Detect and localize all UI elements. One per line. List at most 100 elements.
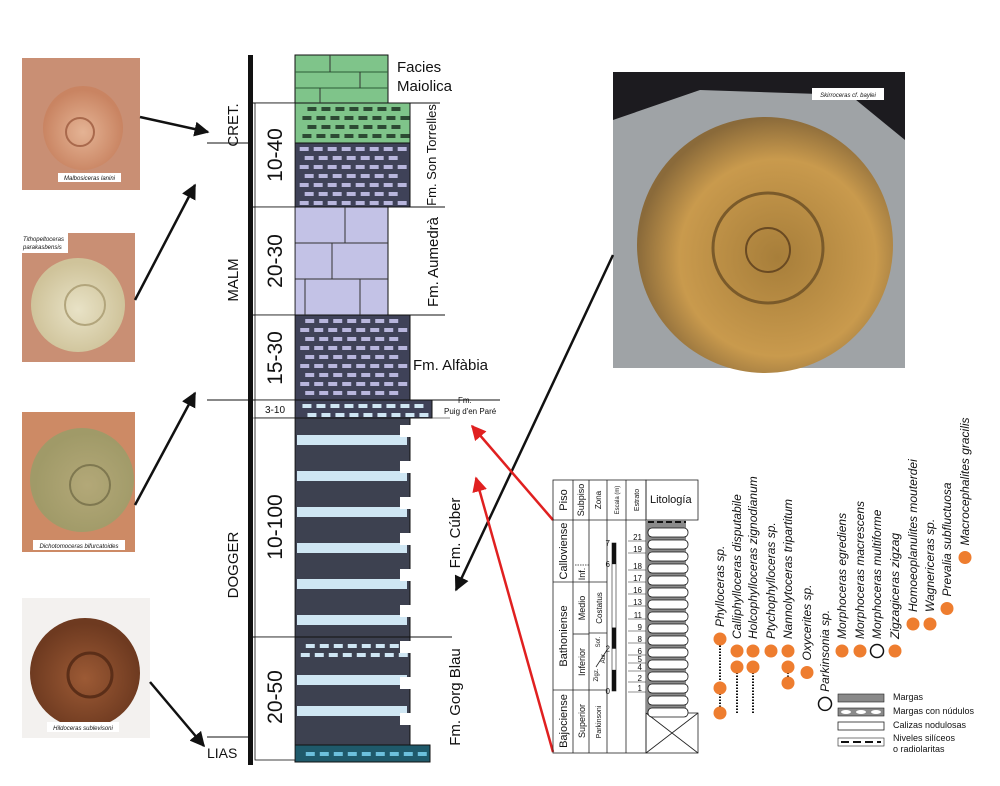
nodule bbox=[397, 147, 407, 151]
occurrence-marker bbox=[781, 676, 795, 690]
stratum-number: 9 bbox=[638, 623, 643, 632]
species-column: Holcophylloceras zignodianum bbox=[746, 476, 760, 713]
nodule bbox=[374, 174, 384, 178]
nodular-limestone-bed bbox=[647, 587, 689, 598]
nodular-limestone-bed bbox=[647, 707, 689, 718]
species-name: Morphoceras multiforme bbox=[870, 509, 884, 639]
photo-caption: Dichotomoceras bifurcatoides bbox=[39, 544, 118, 550]
photo-caption: Malbosiceras lanini bbox=[64, 176, 116, 182]
nodule bbox=[361, 355, 371, 359]
nodule bbox=[363, 125, 373, 129]
formation-maiolica: Facies bbox=[397, 59, 441, 76]
nodule bbox=[333, 373, 343, 377]
nodule bbox=[313, 201, 323, 205]
nodule bbox=[299, 183, 309, 187]
stratum-number: 13 bbox=[633, 598, 642, 607]
nodule bbox=[397, 165, 407, 169]
occurrence-marker bbox=[713, 632, 727, 646]
stratum-number: 16 bbox=[633, 586, 642, 595]
species-column: Morphoceras egrediens bbox=[835, 513, 849, 658]
species-name: Ptychophylloceras sp. bbox=[764, 522, 778, 639]
nodule bbox=[400, 116, 410, 120]
species-column: Parkinsonia sp. bbox=[817, 610, 833, 712]
nodule bbox=[391, 125, 401, 129]
open-occurrence-marker bbox=[817, 696, 833, 712]
stratigraphic-column bbox=[207, 54, 500, 765]
nodule bbox=[328, 382, 338, 386]
nodule bbox=[305, 373, 315, 377]
legend-label: Calizas nodulosas bbox=[893, 720, 967, 730]
species-name: Calliphylloceras disputabile bbox=[730, 494, 744, 639]
nodule bbox=[356, 653, 366, 657]
nodular-limestone-bed bbox=[647, 623, 689, 634]
nodule bbox=[300, 346, 310, 350]
nodule bbox=[313, 165, 323, 169]
legend-label: Niveles silíceos bbox=[893, 733, 956, 743]
nodule bbox=[383, 201, 393, 205]
nodule bbox=[305, 337, 315, 341]
occurrence-marker bbox=[853, 644, 867, 658]
nodule bbox=[349, 413, 359, 417]
nodule bbox=[370, 346, 380, 350]
species-column: Macrocephalites gracilis bbox=[958, 417, 972, 564]
nodule bbox=[300, 364, 310, 368]
photo-dichotomoceras: Dichotomoceras bifurcatoides bbox=[22, 412, 135, 552]
occurrence-marker bbox=[764, 644, 778, 658]
nodular-limestone-bed bbox=[647, 599, 689, 610]
nodule bbox=[356, 346, 366, 350]
nodule bbox=[414, 404, 424, 408]
nodule bbox=[347, 644, 357, 648]
occurrence-marker bbox=[958, 551, 972, 564]
zone-costatus: Costatus bbox=[595, 592, 604, 624]
formation-gorg-blau: Fm. Gorg Blau bbox=[447, 648, 464, 746]
zone-aur: Aur. bbox=[601, 652, 607, 663]
notch bbox=[400, 533, 412, 545]
legend-nodule bbox=[856, 710, 866, 714]
species-column: Morphoceras macrescens bbox=[853, 501, 867, 658]
red-arrows bbox=[471, 424, 555, 753]
nodule bbox=[318, 156, 328, 160]
nodule bbox=[314, 382, 324, 386]
nodule bbox=[327, 183, 337, 187]
nodule bbox=[327, 201, 337, 205]
scale-bar-segment bbox=[612, 627, 616, 649]
nodule bbox=[327, 147, 337, 151]
nodule bbox=[389, 752, 399, 756]
header-piso: Piso bbox=[558, 489, 570, 510]
nodule bbox=[403, 752, 413, 756]
notch bbox=[400, 569, 412, 581]
nodule bbox=[319, 752, 329, 756]
nodule bbox=[370, 653, 380, 657]
nodule bbox=[374, 192, 384, 196]
nodule bbox=[356, 328, 366, 332]
nodule bbox=[305, 319, 315, 323]
nodule bbox=[333, 355, 343, 359]
occurrence-marker bbox=[730, 644, 744, 658]
nodule bbox=[358, 116, 368, 120]
thickness-cuber: 10-100 bbox=[264, 494, 287, 559]
notch bbox=[400, 677, 412, 689]
nodule bbox=[349, 107, 359, 111]
occurrence-marker bbox=[835, 644, 849, 658]
nodule bbox=[363, 107, 373, 111]
species-column: Wagnericeras sp. bbox=[923, 519, 937, 631]
scale-bar-segment bbox=[612, 543, 616, 565]
nodule bbox=[299, 165, 309, 169]
nodule bbox=[328, 653, 338, 657]
nodule bbox=[384, 382, 394, 386]
nodule bbox=[299, 147, 309, 151]
nodule bbox=[355, 147, 365, 151]
photo-caption: Tithopeltoceras bbox=[23, 237, 64, 243]
nodule bbox=[342, 346, 352, 350]
nodule bbox=[314, 328, 324, 332]
nodule bbox=[375, 319, 385, 323]
nodule bbox=[361, 752, 371, 756]
thickness-aumedra: 20-30 bbox=[264, 234, 287, 288]
nodule bbox=[318, 174, 328, 178]
scale-tick-label: 2 bbox=[606, 645, 611, 654]
stage-calloviense: Calloviense bbox=[558, 523, 570, 580]
nodule bbox=[335, 107, 345, 111]
nodule bbox=[342, 328, 352, 332]
scale-bar bbox=[611, 542, 617, 692]
formation-alfabia: Fm. Alfàbia bbox=[413, 357, 489, 374]
